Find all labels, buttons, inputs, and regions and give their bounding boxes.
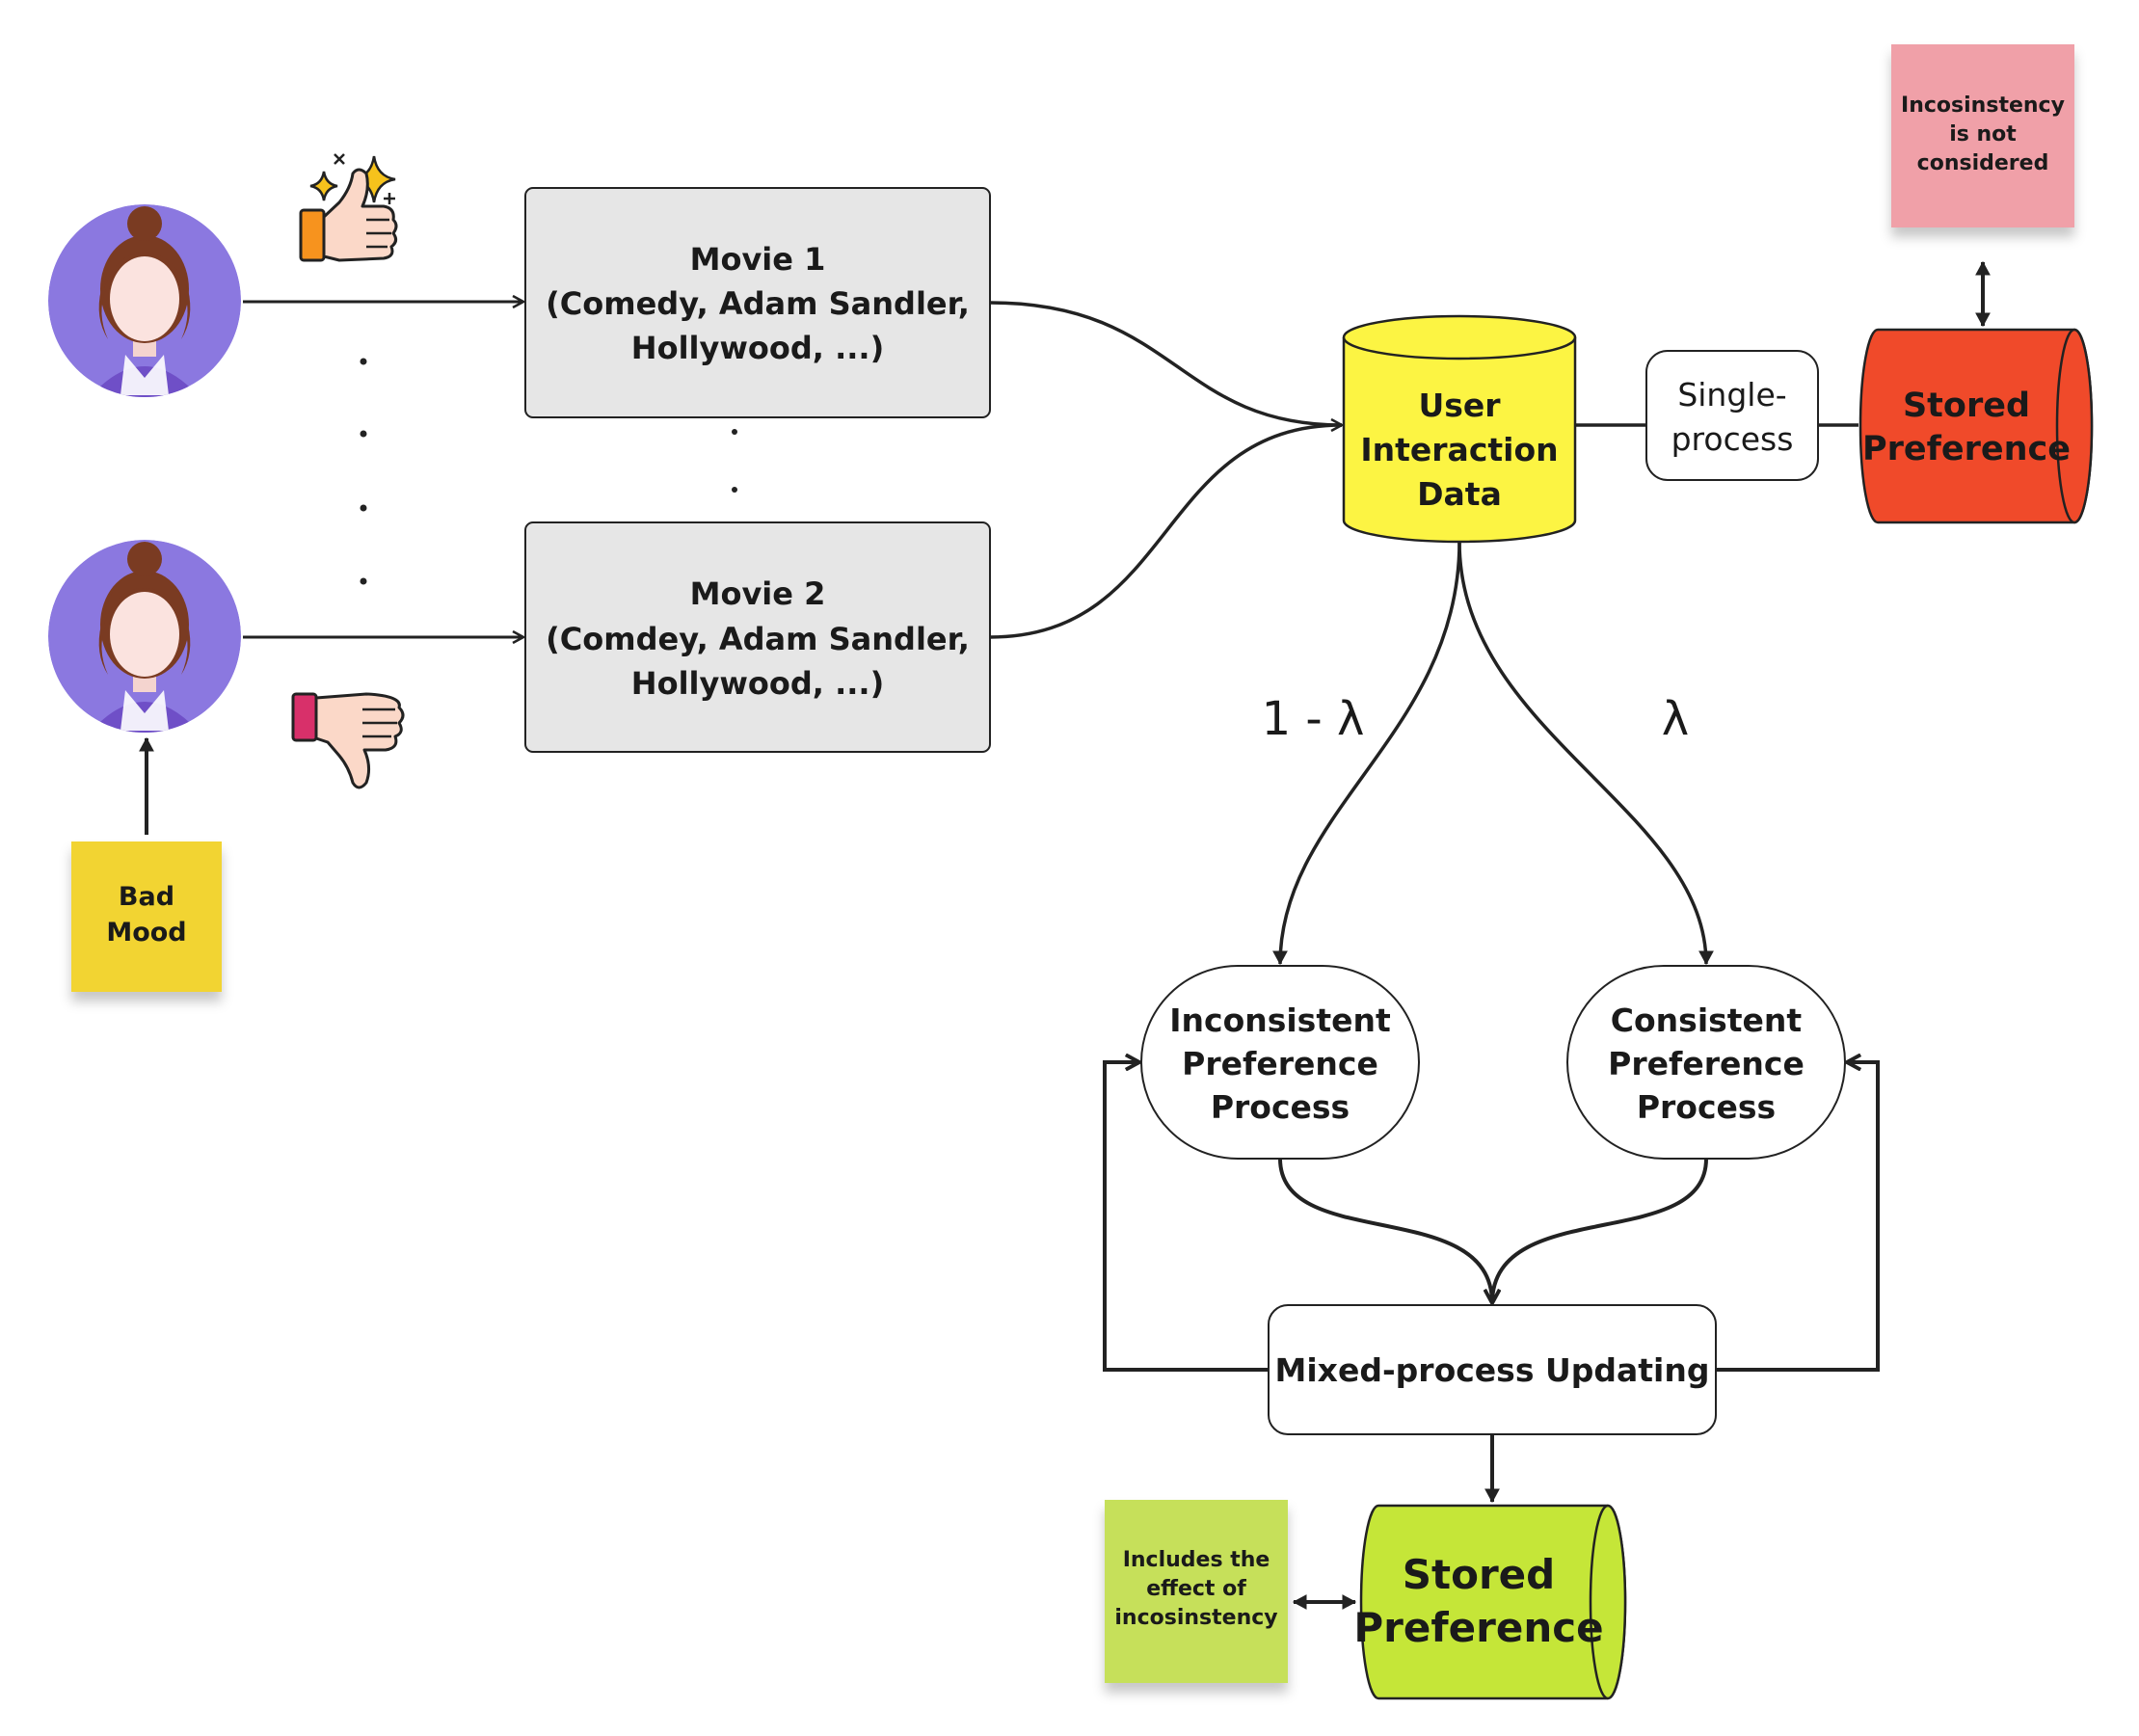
user-avatar-icon [48, 540, 241, 733]
bad-mood-line1: Bad [119, 882, 174, 912]
stored-bottom-line2: Preference [1353, 1604, 1603, 1651]
thumbs-down-icon [291, 692, 405, 789]
single-process-box: Single- process [1645, 350, 1819, 481]
movie-1-box: Movie 1 (Comedy, Adam Sandler, Hollywood… [524, 187, 991, 418]
arrow-inconsistent-to-mixed [1278, 1158, 1492, 1303]
data-store-line1: User [1418, 387, 1501, 424]
bad-mood-line2: Mood [106, 918, 186, 948]
inconsistency-note-line1: Incosinstency [1901, 93, 2065, 118]
data-store-line3: Data [1417, 475, 1502, 513]
arrow-movie1-to-data [989, 301, 1342, 425]
ellipsis-dots-vertical [360, 358, 367, 585]
stored-top-line1: Stored [1903, 387, 2030, 425]
movie-1-attributes-cont: Hollywood, ...) [631, 330, 884, 366]
movie-1-attributes: (Comedy, Adam Sandler, [546, 285, 970, 322]
inconsistency-note-line2: is not [1949, 122, 2017, 147]
single-process-line1: Single- [1677, 376, 1786, 414]
movie-2-attributes: (Comdey, Adam Sandler, [546, 621, 970, 657]
weight-one-minus-lambda: 1 - λ [1262, 692, 1365, 746]
inconsistency-not-considered-note: Incosinstency is not considered [1891, 44, 2074, 227]
effect-note-line3: incosinstency [1114, 1606, 1277, 1630]
effect-note-line1: Includes the [1123, 1548, 1270, 1572]
stored-preference-top: Stored Preference [1858, 328, 2094, 524]
inconsistent-line1: Inconsistent [1169, 1002, 1391, 1039]
inconsistency-note-line3: considered [1917, 151, 2049, 175]
user-interaction-data-store: User Interaction Data [1342, 314, 1577, 544]
effect-note-line2: effect of [1146, 1577, 1246, 1601]
stored-top-line2: Preference [1862, 430, 2071, 468]
feedback-mixed-to-inconsistent [1103, 1062, 1269, 1372]
user-avatar-icon [48, 204, 241, 397]
movie-2-attributes-cont: Hollywood, ...) [631, 665, 884, 702]
weight-lambda: λ [1662, 692, 1689, 746]
movie-2-box: Movie 2 (Comdey, Adam Sandler, Hollywood… [524, 521, 991, 753]
movie-1-title: Movie 1 [690, 241, 826, 278]
inconsistent-line3: Process [1211, 1088, 1350, 1126]
feedback-mixed-to-consistent [1716, 1062, 1880, 1372]
mixed-update-label: Mixed-process Updating [1275, 1351, 1710, 1389]
includes-inconsistency-effect-note: Includes the effect of incosinstency [1105, 1500, 1288, 1683]
arrow-movie2-to-data [989, 423, 1343, 639]
movie-2-title: Movie 2 [690, 575, 826, 612]
inconsistent-preference-process: Inconsistent Preference Process [1140, 965, 1420, 1160]
arrow-consistent-to-mixed [1490, 1158, 1708, 1304]
inconsistent-line2: Preference [1182, 1045, 1378, 1082]
thumbs-up-icon [299, 168, 398, 262]
single-process-line2: process [1671, 420, 1794, 458]
consistent-line2: Preference [1608, 1045, 1805, 1082]
consistent-line3: Process [1637, 1088, 1776, 1126]
consistent-line1: Consistent [1611, 1002, 1803, 1039]
ellipsis-dots-between-movies [732, 429, 737, 493]
mixed-process-updating-box: Mixed-process Updating [1268, 1304, 1717, 1435]
stored-bottom-line1: Stored [1403, 1551, 1555, 1598]
arrow-data-to-consistent [1457, 541, 1714, 966]
bad-mood-note: Bad Mood [71, 841, 222, 992]
consistent-preference-process: Consistent Preference Process [1566, 965, 1846, 1160]
arrow-data-to-inconsistent [1272, 541, 1461, 966]
stored-preference-bottom: Stored Preference [1353, 1504, 1627, 1700]
data-store-line2: Interaction [1360, 431, 1558, 468]
